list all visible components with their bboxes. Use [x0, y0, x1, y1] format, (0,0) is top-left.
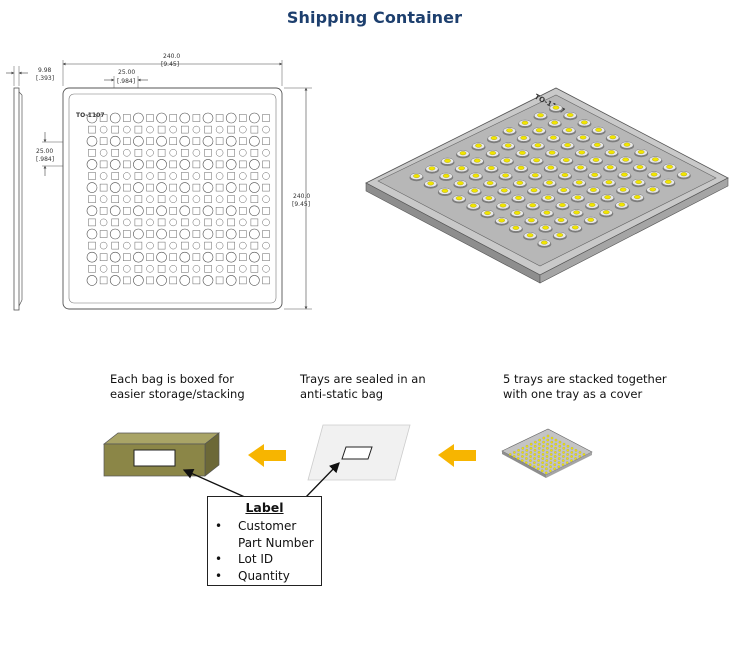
anti-static-bag [307, 424, 411, 481]
drawing-part-id: TO-1107 [76, 112, 105, 119]
page-title: Shipping Container [286, 8, 463, 27]
label-item-part-number: • Customer Part Number [215, 519, 314, 550]
bag-label-patch [341, 446, 373, 460]
dim-width: 240.0 [163, 53, 180, 60]
storage-box [102, 432, 221, 477]
dim-thickness: 9.98 [38, 67, 52, 74]
label-arrow-to-bag [304, 462, 340, 499]
dim-pitch-x: 25.00 [118, 69, 135, 76]
label-title: Label [245, 500, 284, 515]
dim-width-in: [9.45] [161, 61, 179, 68]
left-arrow-icon [248, 444, 286, 467]
pocket-grid [86, 112, 270, 286]
dim-pitch-x-in: [.984] [117, 78, 135, 85]
label-item-lot-id: • Lot ID [215, 552, 274, 566]
dim-height: 240.0 [293, 193, 310, 200]
dim-thickness-in: [.393] [36, 75, 54, 82]
bullet-icon: • [215, 552, 223, 566]
bullet-icon: • [215, 519, 223, 533]
dim-height-in: [9.45] [292, 201, 310, 208]
tray-side-profile [13, 87, 20, 311]
box-label-patch [133, 449, 176, 467]
iso-led-grid [409, 104, 691, 248]
dim-pitch-y-in: [.984] [36, 156, 54, 163]
dim-pitch-y: 25.00 [36, 148, 53, 155]
step-caption-box: Each bag is boxed for easier storage/sta… [110, 372, 245, 401]
label-arrow-to-box [182, 468, 248, 499]
label-callout: Label • Customer Part Number • Lot ID • … [207, 496, 322, 586]
tray-technical-drawing: 9.98 [.393] 240.0 [9.45] 25.00 [.984] 25… [6, 53, 312, 311]
left-arrow-icon [438, 444, 476, 467]
step-caption-stack: 5 trays are stacked together with one tr… [503, 372, 667, 401]
stacked-trays-thumbnail [501, 428, 593, 478]
step-caption-bag: Trays are sealed in an anti-static bag [300, 372, 426, 401]
label-item-quantity: • Quantity [215, 568, 290, 583]
bullet-icon: • [215, 568, 223, 583]
tray-isometric-view: TO-1107 [365, 87, 729, 284]
label-list: • Customer Part Number • Lot ID • Quanti… [213, 518, 323, 584]
